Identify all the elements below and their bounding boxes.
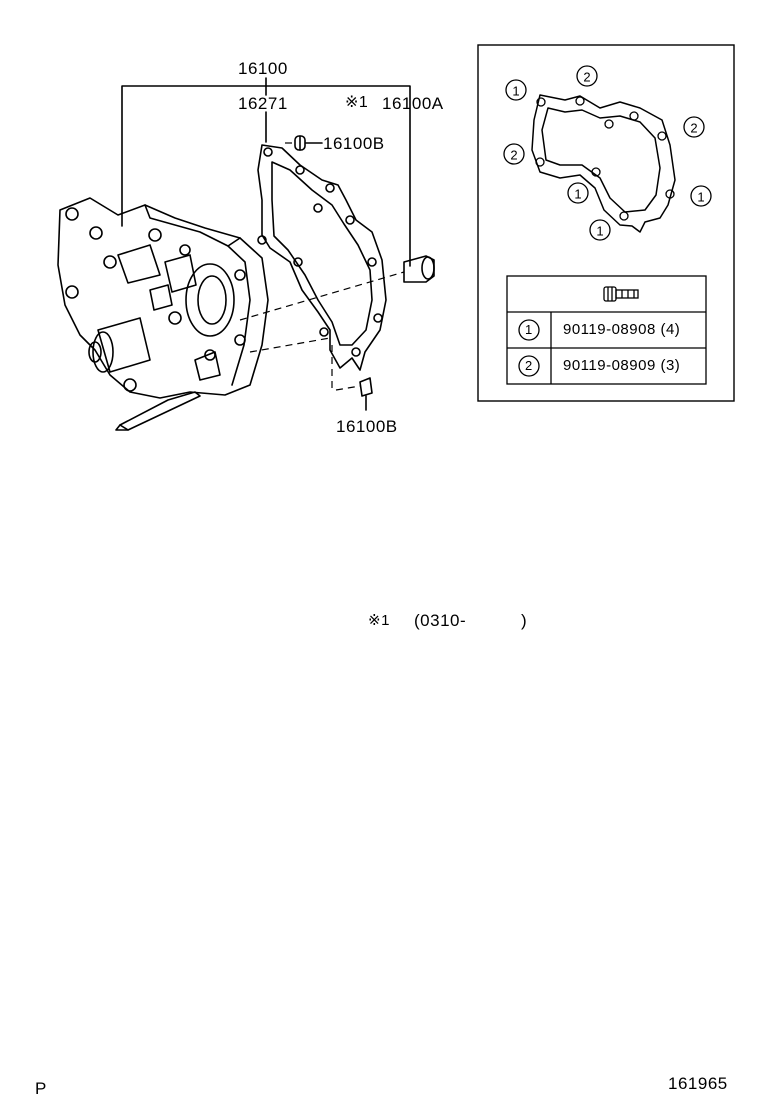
table-row-1-marker: 1 [525,322,533,337]
bolt-icon [603,286,639,302]
water-pump-body [57,197,269,431]
footnote-range: (0310- [414,611,467,630]
callout-16100B-top[interactable]: 16100B [323,134,385,153]
inset-marker-1d [589,219,611,241]
table-row-1-part[interactable]: 90119-08908 (4) [563,321,681,338]
svg-text:2: 2 [690,121,697,136]
callout-16271[interactable]: 16271 [238,94,288,113]
table-row-2-marker: 2 [525,358,533,373]
inset-marker-2c [503,143,525,165]
inset-marker-1a [505,79,527,101]
callout-note-mark: ※1 [345,94,369,111]
bolt-table-frame [506,275,707,385]
svg-text:1: 1 [574,187,581,202]
inset-marker-2a [576,65,598,87]
inset-gasket-outline [531,94,676,233]
footer-left-code: P [35,1079,47,1098]
plug-16100B-top [294,135,306,151]
figure-number: 161965 [668,1074,728,1093]
svg-text:1: 1 [697,190,704,205]
callout-16100B-bottom[interactable]: 16100B [336,417,398,436]
footnote-mark: ※1 [368,612,390,629]
inset-frame [477,44,735,402]
svg-text:1: 1 [512,84,519,99]
gasket-16271 [257,144,387,371]
plug-16100A [403,255,435,283]
inset-marker-1b [567,182,589,204]
svg-text:1: 1 [596,224,603,239]
table-marker-2 [518,355,540,377]
callout-16100A[interactable]: 16100A [382,94,444,113]
plug-16100B-bottom [359,377,373,411]
svg-text:2: 2 [510,148,517,163]
table-marker-1 [518,319,540,341]
footnote-close: ) [521,611,528,630]
table-row-2-part[interactable]: 90119-08909 (3) [563,357,681,374]
inset-marker-1c [690,185,712,207]
svg-text:2: 2 [583,70,590,85]
callout-16100[interactable]: 16100 [238,59,288,78]
inset-marker-2b [683,116,705,138]
